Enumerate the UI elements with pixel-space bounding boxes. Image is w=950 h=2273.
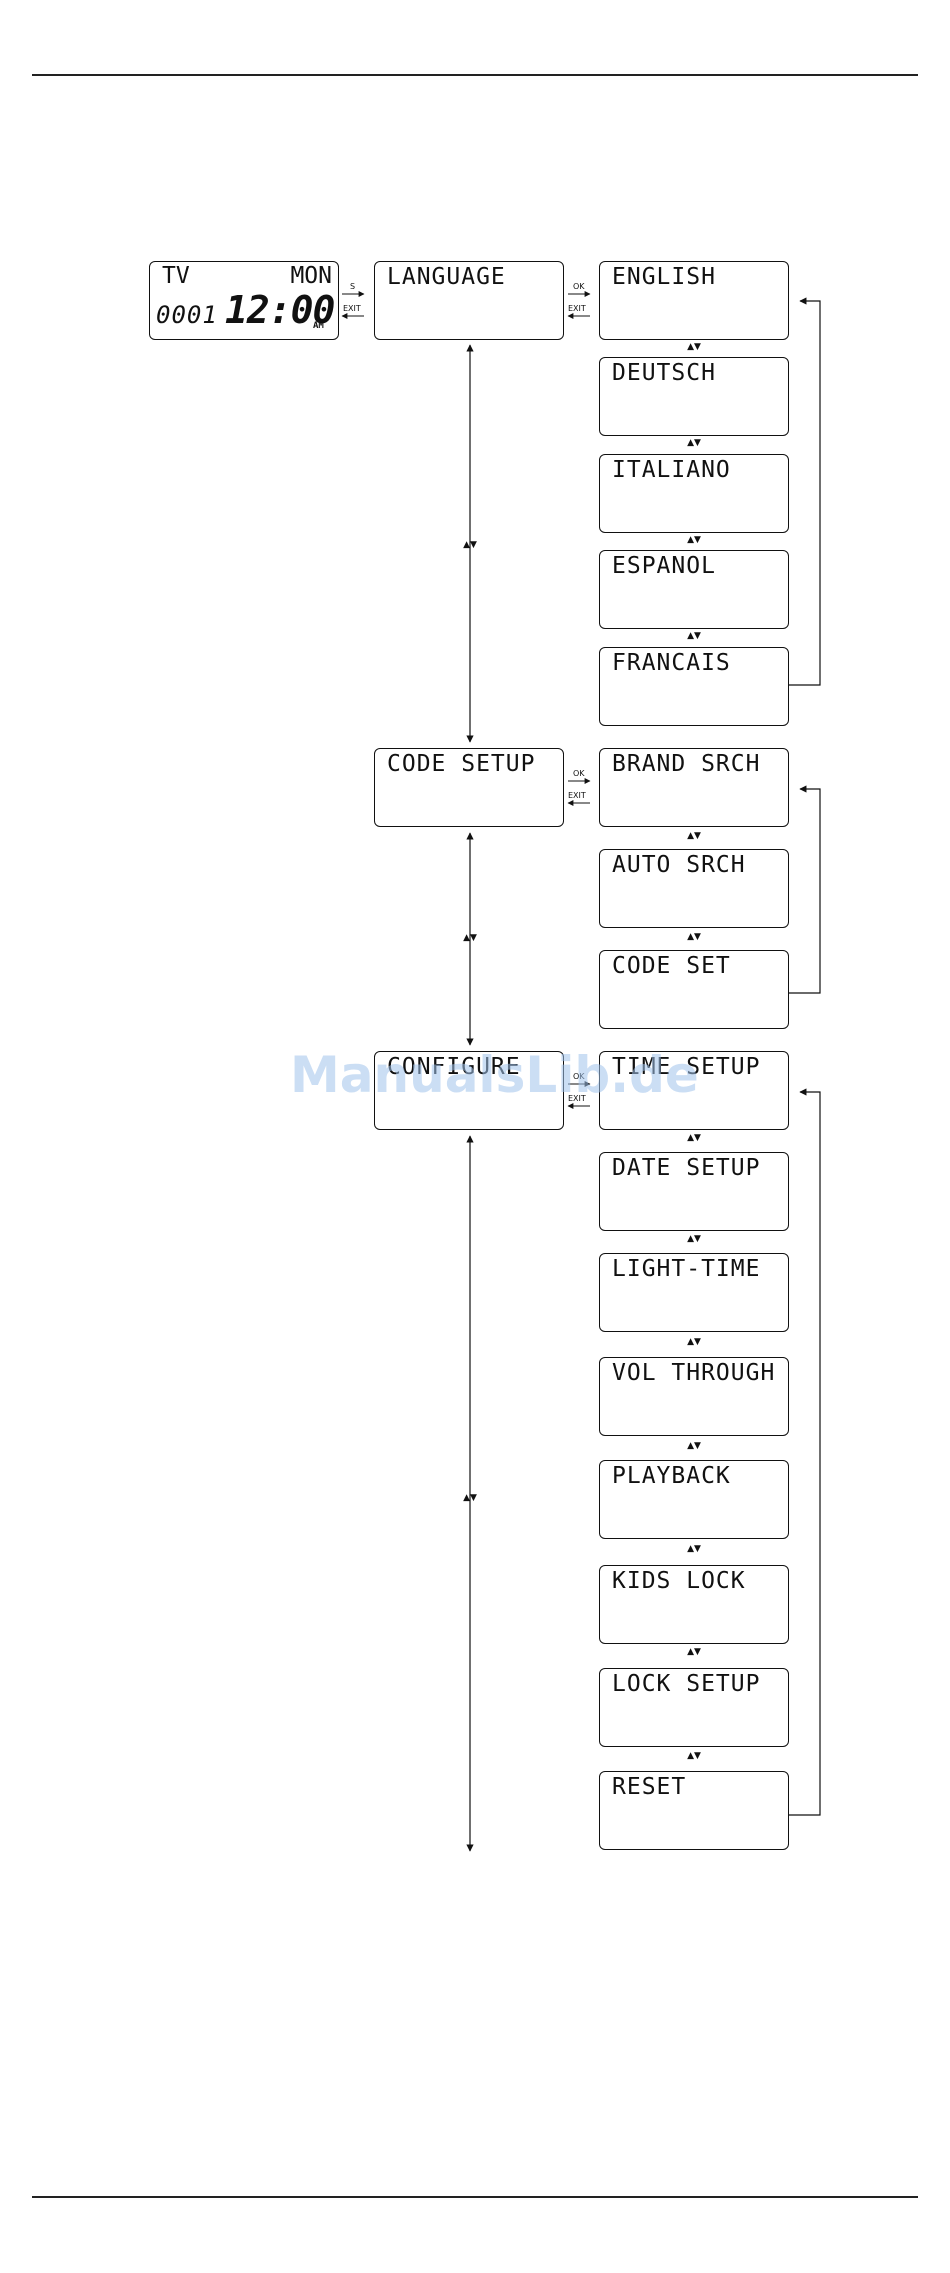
submenu-deutsch: DEUTSCH (599, 357, 789, 436)
updown-axis-2: ▲▼ (460, 934, 480, 943)
submenu-light-time: LIGHT-TIME (599, 1253, 789, 1332)
submenu-kids-lock: KIDS LOCK (599, 1565, 789, 1644)
menu-code-setup: CODE SETUP (374, 748, 564, 827)
submenu-lock-setup: LOCK SETUP (599, 1668, 789, 1747)
submenu-brand-srch: BRAND SRCH (599, 748, 789, 827)
s-key-label: S (350, 283, 355, 291)
watermark: ManualsLib.de (290, 1046, 699, 1104)
loop-language (788, 301, 820, 685)
submenu-italiano: ITALIANO (599, 454, 789, 533)
menu-language: LANGUAGE (374, 261, 564, 340)
exit-label-code: EXIT (568, 792, 586, 800)
submenu-auto-srch: AUTO SRCH (599, 849, 789, 928)
day-label: MON (290, 263, 332, 289)
exit-label-language: EXIT (568, 305, 586, 313)
submenu-date-setup: DATE SETUP (599, 1152, 789, 1231)
exit-label-main: EXIT (343, 305, 361, 313)
menu-code-setup-label: CODE SETUP (387, 751, 535, 779)
submenu-vol-through: VOL THROUGH (599, 1357, 789, 1436)
menu-language-label: LANGUAGE (387, 264, 506, 292)
main-lcd-display: TV MON 0001 12:00 AM (149, 261, 339, 340)
submenu-playback: PLAYBACK (599, 1460, 789, 1539)
mode-label: TV (162, 263, 190, 289)
submenu-english: ENGLISH (599, 261, 789, 340)
ok-label-code: OK (573, 770, 585, 778)
updown-axis-3: ▲▼ (460, 1494, 480, 1503)
device-code: 0001 (156, 301, 218, 329)
loop-code (788, 789, 820, 993)
updown-axis-1: ▲▼ (460, 541, 480, 550)
submenu-code-set: CODE SET (599, 950, 789, 1029)
submenu-francais: FRANCAIS (599, 647, 789, 726)
loop-configure (788, 1092, 820, 1815)
ok-label-language: OK (573, 283, 585, 291)
ampm-indicator: AM (313, 321, 324, 331)
submenu-reset: RESET (599, 1771, 789, 1850)
submenu-espanol: ESPANOL (599, 550, 789, 629)
